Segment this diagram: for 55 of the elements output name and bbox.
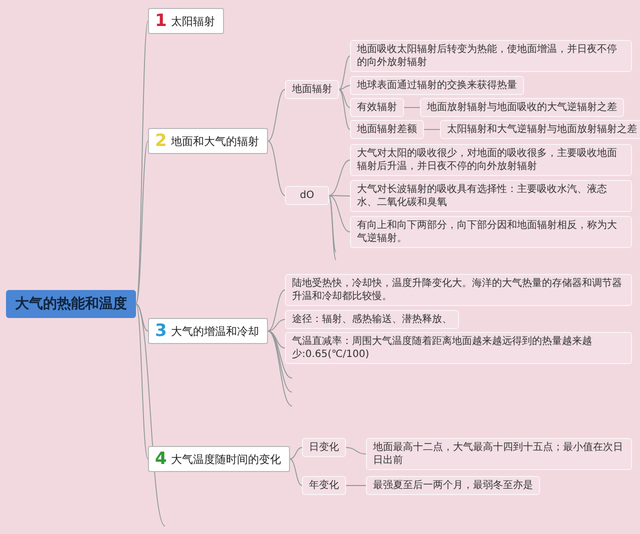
branch-line xyxy=(338,89,350,108)
topic-number: 4 xyxy=(155,449,167,469)
topic-number: 3 xyxy=(155,321,167,341)
note-box: 有效辐射 xyxy=(350,98,404,117)
branch-line xyxy=(267,290,286,332)
note-box: 大气对太阳的吸收很少，对地面的吸收很多，主要吸收地面辐射后升温，并日夜不停的向外放射辐射 xyxy=(350,144,632,176)
main-topic xyxy=(148,446,290,472)
topic-title: 大气的增温和冷却 xyxy=(170,324,259,338)
branch-line xyxy=(328,195,350,232)
branch-line xyxy=(136,304,148,460)
branch-line xyxy=(136,140,148,304)
branch-line xyxy=(267,330,286,348)
note-box: 途径：辐射、感热输送、潜热释放、 xyxy=(285,310,459,329)
central-topic: 大气的热能和温度 xyxy=(6,290,136,318)
branch-line xyxy=(338,85,350,90)
note-box: 地球表面通过辐射的交换来获得热量 xyxy=(350,76,524,95)
note-box: 地面辐射差额 xyxy=(350,120,424,139)
branch-line xyxy=(424,129,440,130)
subtopic-box: 年变化 xyxy=(302,476,346,495)
branch-line xyxy=(328,160,350,196)
branch-line xyxy=(267,330,292,378)
main-topic xyxy=(148,318,268,344)
branch-line xyxy=(267,140,286,196)
branch-line xyxy=(346,447,366,454)
branch-line xyxy=(267,89,286,142)
branch-line xyxy=(328,195,350,196)
note-box: 气温直减率：周围大气温度随着距离地面越来越远得到的热量越来越少:0.65(℃/100) xyxy=(285,332,632,364)
branch-line xyxy=(338,89,350,130)
topic-title: 大气温度随时间的变化 xyxy=(170,452,281,466)
branch-line xyxy=(346,485,366,486)
branch-line xyxy=(404,107,420,108)
note-box: 太阳辐射和大气逆辐射与地面放射辐射之差 xyxy=(440,120,640,139)
branch-line xyxy=(136,20,148,304)
subtopic-box: dO xyxy=(285,186,329,205)
topic-title: 地面和大气的辐射 xyxy=(170,134,259,148)
note-box: 地面吸收太阳辐射后转变为热能，使地面增温，并日夜不停的向外放射辐射 xyxy=(350,40,632,72)
topic-title: 太阳辐射 xyxy=(170,14,215,28)
branch-line xyxy=(338,56,350,90)
note-box: 有向上和向下两部分，向下部分因和地面辐射相反，称为大气逆辐射。 xyxy=(350,216,632,248)
branch-line xyxy=(267,319,286,332)
subtopic-box: 地面辐射 xyxy=(285,80,339,99)
branch-line xyxy=(289,447,302,460)
topic-number: 1 xyxy=(155,11,167,31)
note-box: 大气对长波辐射的吸收具有选择性：主要吸收水汽、液态水、二氧化碳和臭氧 xyxy=(350,180,632,212)
main-topic xyxy=(148,128,268,154)
subtopic-box: 日变化 xyxy=(302,438,346,457)
branch-line xyxy=(267,330,292,406)
note-box: 陆地受热快，冷却快，温度升降变化大。海洋的大气热量的存储器和调节器升温和冷却都比较慢。 xyxy=(285,274,632,306)
note-box: 最强夏至后一两个月，最弱冬至亦是 xyxy=(366,476,540,495)
note-box: 地面最高十二点，大气最高十四到十五点；最小值在次日日出前 xyxy=(366,438,632,470)
note-box: 地面放射辐射与地面吸收的大气逆辐射之差 xyxy=(420,98,624,117)
branch-line xyxy=(289,458,302,486)
topic-number: 2 xyxy=(155,131,167,151)
branch-line xyxy=(136,304,148,332)
main-topic xyxy=(148,8,224,34)
